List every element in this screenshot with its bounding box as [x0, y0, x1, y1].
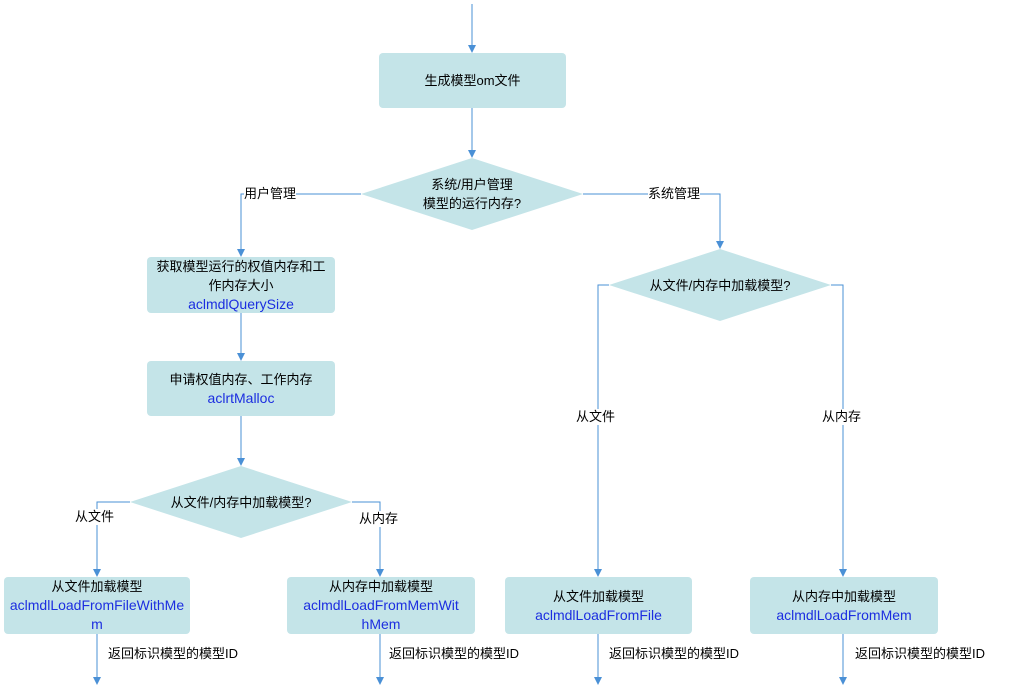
edge-label-from-file-right: 从文件 — [576, 409, 616, 425]
load-mem-with-mem-node: 从内存中加载模型 aclmdlLoadFromMemWit hMem — [287, 577, 475, 634]
load-file-with-mem-api-1: aclmdlLoadFromFileWithMe — [9, 597, 185, 613]
edge-label-from-file-left: 从文件 — [75, 509, 115, 525]
edge-label-return-2: 返回标识模型的模型ID — [389, 646, 520, 662]
edge-right-from-file — [594, 284, 609, 577]
edge-left-from-mem — [352, 501, 384, 577]
generate-model-node: 生成模型om文件 — [379, 53, 566, 108]
decision-left-label: 从文件/内存中加载模型? — [170, 494, 312, 510]
query-size-line2: 作内存大小 — [208, 277, 274, 293]
decision-memory-line2: 模型的运行内存? — [422, 196, 522, 211]
edge-label-return-3: 返回标识模型的模型ID — [609, 646, 740, 662]
load-mem-with-mem-api-2: hMem — [361, 616, 401, 632]
load-mem-api: aclmdlLoadFromMem — [776, 606, 912, 623]
load-file-with-mem-title: 从文件加载模型 — [51, 579, 143, 594]
query-size-node: 获取模型运行的权值内存和工 作内存大小 aclmdlQuerySize — [147, 257, 335, 313]
decision-left-node: 从文件/内存中加载模型? — [150, 490, 332, 514]
malloc-node: 申请权值内存、工作内存 aclrtMalloc — [147, 361, 335, 416]
edge-label-from-mem-left: 从内存 — [359, 511, 399, 527]
decision-memory-node: 系统/用户管理 模型的运行内存? — [392, 172, 552, 216]
decision-right-node: 从文件/内存中加载模型? — [629, 273, 811, 297]
malloc-api: aclrtMalloc — [207, 389, 275, 406]
decision-left-shape — [130, 466, 352, 538]
load-mem-node: 从内存中加载模型 aclmdlLoadFromMem — [750, 577, 938, 634]
load-mem-with-mem-title: 从内存中加载模型 — [328, 579, 433, 594]
query-size-line1: 获取模型运行的权值内存和工 — [156, 258, 326, 274]
edge-label-return-1: 返回标识模型的模型ID — [108, 646, 239, 662]
decision-right-shape — [609, 249, 831, 321]
edge-system-managed — [583, 193, 724, 249]
load-mem-title: 从内存中加载模型 — [791, 588, 896, 604]
load-file-api: aclmdlLoadFromFile — [535, 606, 662, 623]
edge-left-from-file — [93, 501, 130, 577]
load-file-title: 从文件加载模型 — [552, 588, 644, 604]
decision-memory-line1: 系统/用户管理 — [431, 177, 513, 192]
load-file-with-mem-api-2: m — [91, 616, 103, 632]
load-file-with-mem-node: 从文件加载模型 aclmdlLoadFromFileWithMe m — [4, 577, 190, 634]
decision-memory-shape — [361, 158, 583, 230]
query-size-api: aclmdlQuerySize — [188, 295, 294, 312]
decision-right-label: 从文件/内存中加载模型? — [649, 277, 791, 293]
edge-right-from-mem — [831, 284, 847, 577]
malloc-line1: 申请权值内存、工作内存 — [169, 371, 313, 387]
edge-label-system-managed: 系统管理 — [648, 186, 701, 202]
generate-model-label: 生成模型om文件 — [424, 73, 521, 88]
load-mem-with-mem-api-1: aclmdlLoadFromMemWit — [303, 597, 459, 613]
load-file-node: 从文件加载模型 aclmdlLoadFromFile — [505, 577, 692, 634]
edge-label-from-mem-right: 从内存 — [822, 409, 862, 425]
edge-label-user-managed: 用户管理 — [244, 186, 297, 202]
edge-user-managed — [237, 193, 361, 257]
edge-label-return-4: 返回标识模型的模型ID — [855, 646, 986, 662]
